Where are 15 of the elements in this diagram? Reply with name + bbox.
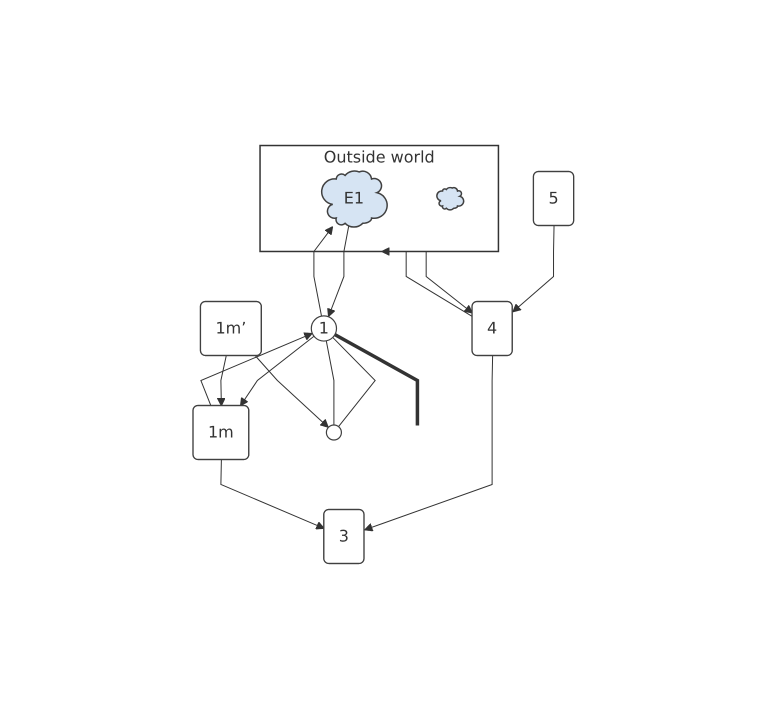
arrow bbox=[364, 355, 494, 532]
arrow bbox=[200, 332, 313, 406]
connector bbox=[332, 336, 376, 428]
node-circle: 1 bbox=[310, 315, 338, 342]
node-circle bbox=[326, 424, 342, 441]
arrow bbox=[220, 459, 325, 530]
arrow bbox=[512, 226, 555, 312]
arrow bbox=[314, 226, 334, 317]
connector bbox=[334, 333, 420, 426]
arrow bbox=[327, 226, 350, 318]
arrow bbox=[217, 355, 227, 406]
connector bbox=[326, 340, 335, 426]
arrow bbox=[255, 355, 329, 428]
arrow bbox=[240, 336, 315, 406]
node-cloud bbox=[436, 186, 465, 211]
